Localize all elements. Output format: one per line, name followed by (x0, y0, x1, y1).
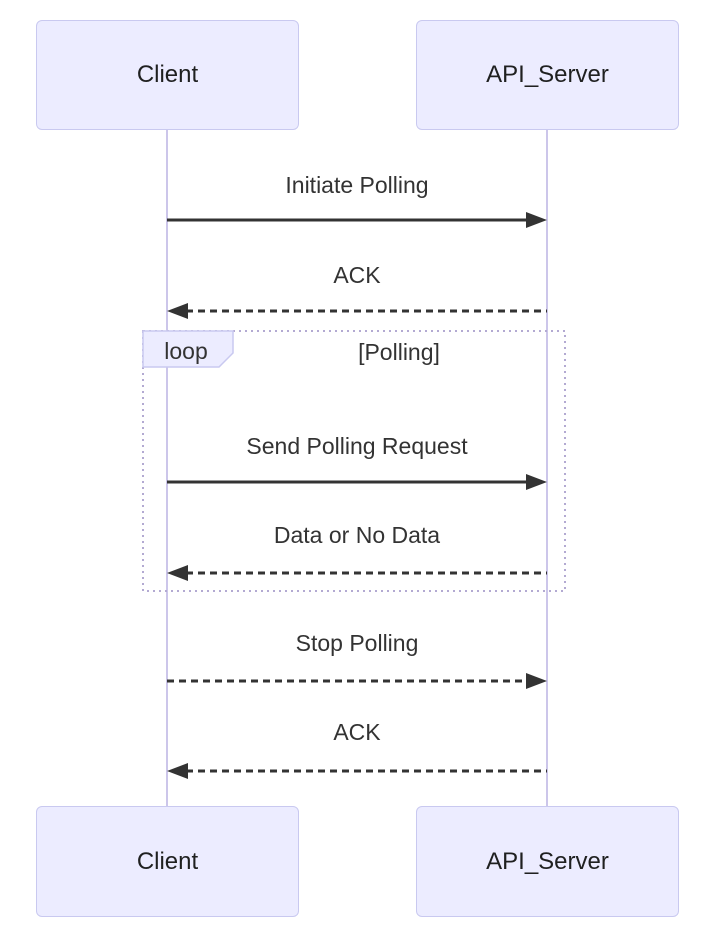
actor-top-client: Client (36, 20, 299, 130)
message-label-ack-1: ACK (333, 262, 381, 288)
loop-condition-label: [Polling] (358, 339, 440, 365)
arrow-head-send-polling-request (526, 474, 547, 490)
loop-keyword-label: loop (164, 338, 208, 364)
actor-top-client-label: Client (136, 61, 199, 88)
loop-frame (142, 330, 566, 592)
message-label-send-polling-request: Send Polling Request (246, 433, 468, 459)
message-label-ack-2: ACK (333, 719, 381, 745)
message-label-stop-polling: Stop Polling (295, 630, 419, 656)
actor-bottom-client: Client (36, 806, 299, 917)
arrow-head-initiate-polling (526, 212, 547, 228)
actor-top-api-server-label: API_Server (486, 61, 609, 88)
actor-bottom-client-label: Client (136, 847, 199, 875)
actor-bottom-api-server-label: API_Server (486, 847, 609, 875)
actor-bottom-api-server: API_Server (416, 806, 679, 917)
loop-label-tag (142, 330, 234, 368)
arrow-head-ack-2 (167, 763, 188, 779)
arrow-head-ack-1 (167, 303, 188, 319)
message-label-data-or-no-data: Data or No Data (273, 522, 441, 548)
arrow-head-stop-polling (526, 673, 547, 689)
message-label-initiate-polling: Initiate Polling (285, 172, 429, 198)
arrow-head-data-or-no-data (167, 565, 188, 581)
actor-top-api-server: API_Server (416, 20, 679, 130)
